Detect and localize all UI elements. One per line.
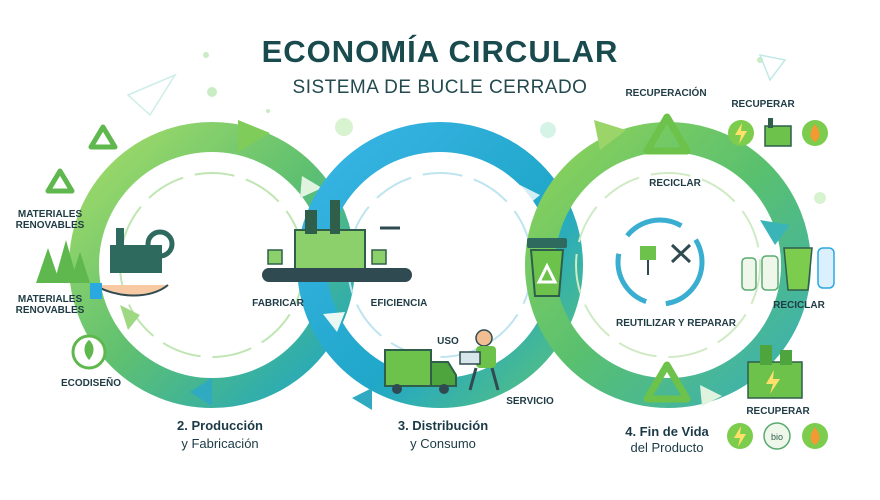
stage-2-subtitle: y Fabricación [181, 436, 259, 451]
arrow-icon [760, 220, 790, 245]
arrow-icon [352, 388, 372, 410]
bottles-bin-icon [741, 247, 835, 291]
stage-2-title: 2. Producción [177, 418, 263, 433]
arrow-icon [323, 312, 345, 332]
lightbulb-leaf-icon [71, 334, 107, 370]
biogas-icon: bio [763, 422, 791, 450]
label-uso: USO [437, 336, 459, 347]
recycle-icon [88, 124, 118, 150]
truck-icon [384, 349, 457, 394]
page-subtitle: SISTEMA DE BUCLE CERRADO [292, 77, 588, 98]
stage-4-subtitle: del Producto [630, 440, 704, 455]
factory-conveyor-icon [262, 200, 412, 282]
label-eficiencia: EFICIENCIA [370, 298, 428, 309]
arrow-icon [190, 378, 212, 406]
recycle-icon [643, 361, 691, 403]
label-ecodiseno: ECODISEÑO [60, 378, 121, 389]
label-recuperar-bottom: RECUPERAR [746, 406, 810, 417]
label-reutilizar-reparar: REUTILIZAR Y REPARAR [615, 318, 736, 329]
power-plant-icon [747, 345, 803, 399]
recycling-bin-icon [527, 238, 567, 297]
label-reciclar-inner: RECICLAR [649, 178, 701, 189]
arrow-icon [520, 185, 540, 210]
stage-3-subtitle: y Consumo [410, 436, 476, 451]
label-fabricar: FABRICAR [252, 298, 304, 309]
factory-icon [764, 118, 792, 147]
gear-icon [145, 229, 175, 259]
person-laptop-icon [459, 329, 500, 391]
recycle-icon [643, 113, 691, 155]
label-recuperacion: RECUPERACIÓN [625, 88, 707, 99]
decorative-sparkles [126, 52, 826, 204]
fire-icon [802, 423, 828, 449]
recycle-icon [45, 168, 75, 194]
arrow-icon [120, 305, 140, 330]
energy-icon [728, 120, 754, 146]
arrow-icon [300, 176, 322, 198]
page-title: ECONOMÍA CIRCULAR [261, 34, 619, 69]
forest-icon [36, 240, 90, 283]
label-recuperar-top: RECUPERAR [731, 99, 795, 110]
arrow-icon [700, 385, 722, 406]
arrow-icon [594, 120, 626, 150]
arrow-icon [238, 120, 270, 152]
factory-hand-icon [90, 228, 175, 299]
fire-icon [802, 120, 828, 146]
stage-3-title: 3. Distribución [397, 418, 489, 433]
svg-text:bio: bio [771, 432, 783, 442]
repair-tools-icon [615, 217, 705, 307]
energy-icon [727, 423, 753, 449]
label-servicio: SERVICIO [506, 396, 554, 407]
label-reciclar-right: RECICLAR [773, 300, 825, 311]
stage-4-title: 4. Fin de Vida [625, 424, 709, 439]
